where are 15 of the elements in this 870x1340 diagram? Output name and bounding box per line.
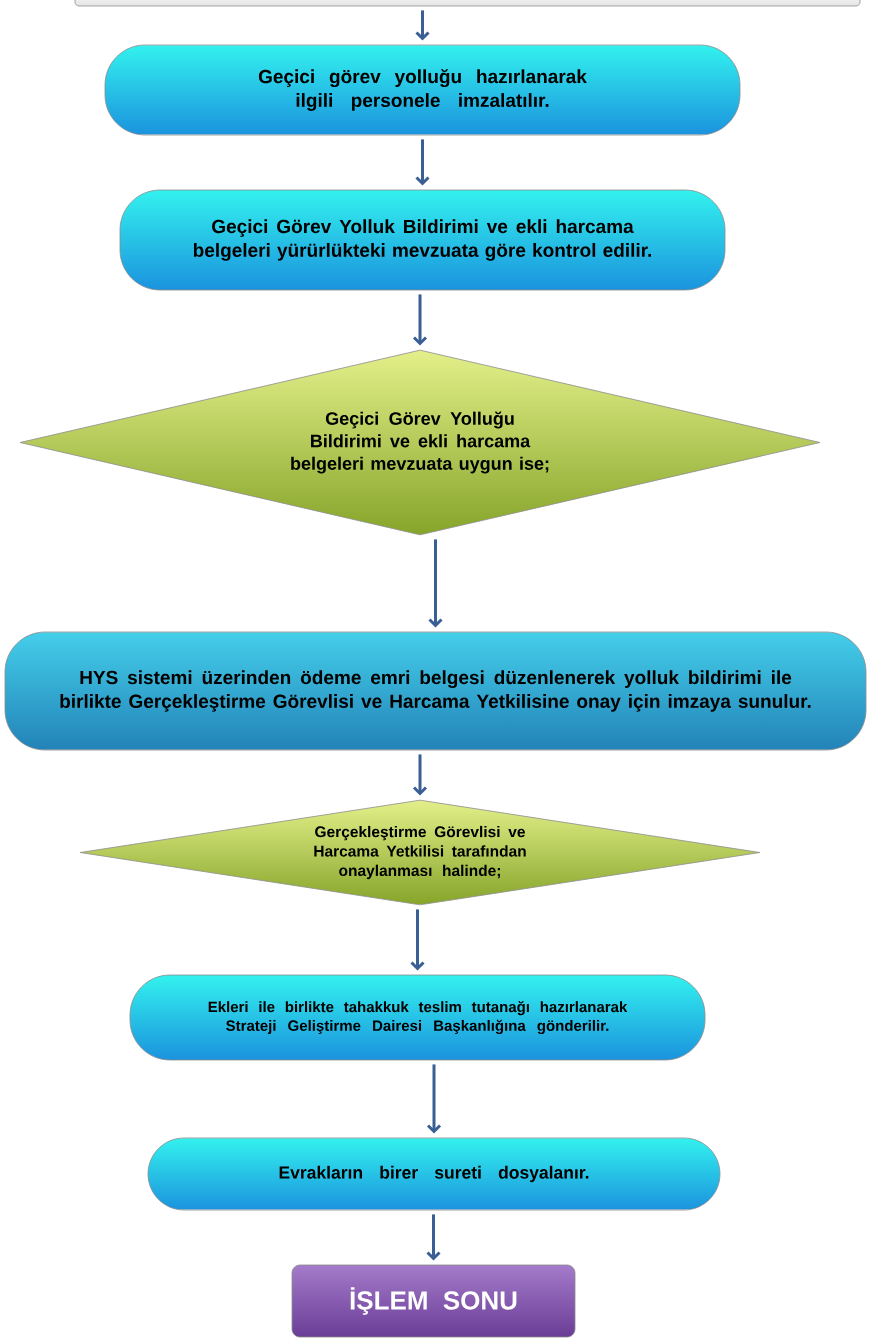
arrow (412, 754, 428, 796)
process-box: Geçici Görev Yolluk Bildirimi ve ekli harcama belgeleri yürürlükteki mevzuata göre kontrol edilir. (119, 189, 726, 291)
arrow (426, 1064, 442, 1134)
arrow (412, 294, 428, 346)
process-box: HYS sistemi üzerinden ödeme emri belgesi düzenlenerek yolluk bildirimi ile birlikte Gerçekleştirme Görevlisi ve Harcama Yetkilisine onay için imzaya sunulur. (4, 631, 867, 751)
arrow (426, 1214, 441, 1261)
end-box: İŞLEM SONU (291, 1264, 576, 1338)
arrow (410, 909, 425, 971)
arrow (428, 539, 443, 628)
process-box: Ekleri ile birlikte tahakkuk teslim tutanağı hazırlanarak Strateji Geliştirme Dairesi Başkanlığına gönderilir. (129, 974, 706, 1061)
end-box (74, 0, 861, 7)
arrow (415, 139, 430, 186)
process-box: Geçici görev yolluğu hazırlanarak ilgili personele imzalatılır. (104, 44, 741, 136)
arrow (415, 10, 430, 41)
process-box: Evrakların birer sureti dosyalanır. (147, 1137, 721, 1211)
